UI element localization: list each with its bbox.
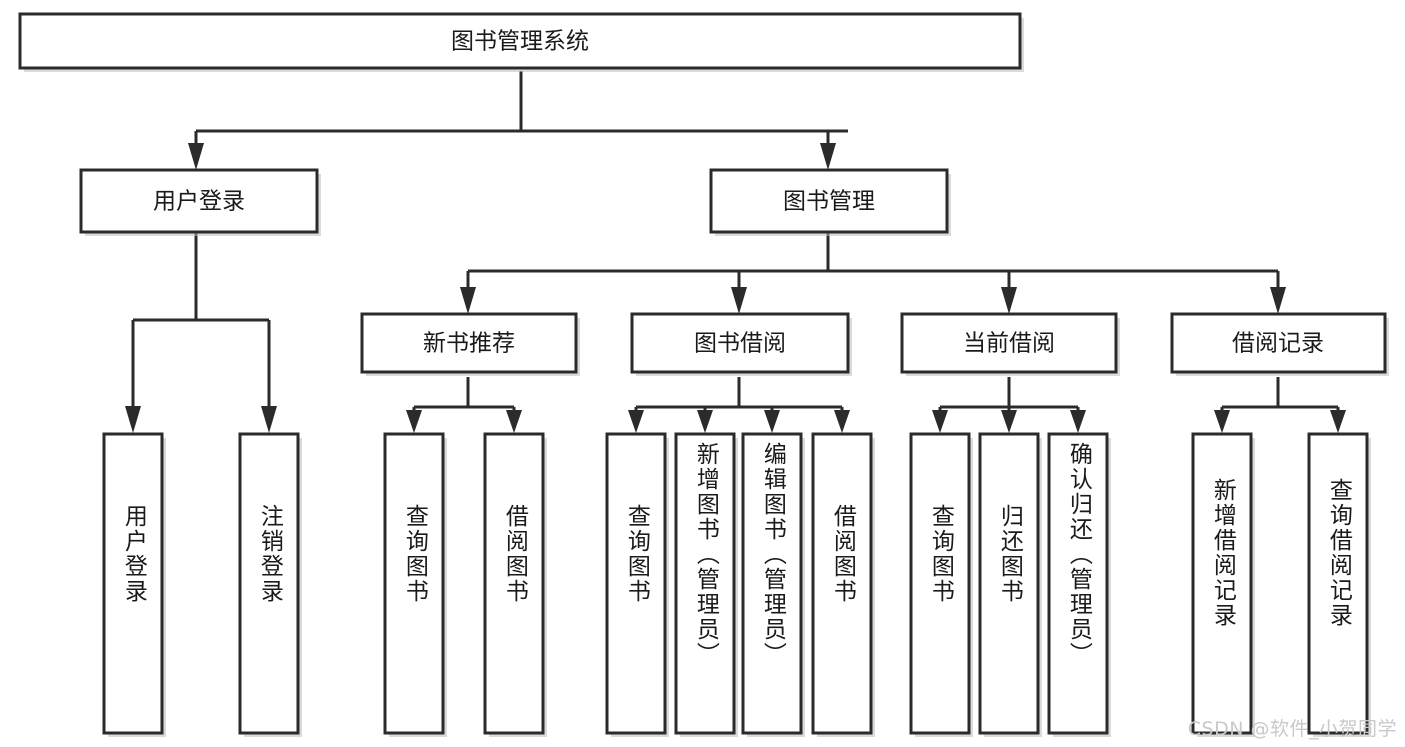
leaf-new-book-2[interactable] (483, 432, 547, 737)
arrow-to-bookborrow-leaf-3 (764, 410, 780, 433)
arrow-to-currentborrow-leaf-3 (1070, 410, 1086, 433)
arrow-to-leaf-user-login (125, 406, 141, 433)
leaf-book-borrow-1[interactable] (605, 432, 669, 737)
arrow-to-bookborrow-leaf-2 (697, 410, 713, 433)
arrow-to-bookborrow-leaf-4 (834, 410, 850, 433)
arrow-to-leaf-logout (261, 406, 277, 433)
leaf-current-borrow-2[interactable] (978, 432, 1042, 737)
node-root-label: 图书管理系统 (451, 29, 589, 55)
node-borrow-record[interactable]: 借阅记录 (1170, 312, 1389, 376)
node-book-management[interactable]: 图书管理 (709, 168, 951, 236)
node-book-borrow-label: 图书借阅 (694, 331, 786, 357)
leaf-current-borrow-1[interactable] (909, 432, 973, 737)
node-new-book-recommend-label: 新书推荐 (423, 331, 515, 357)
arrow-to-currentborrow-leaf-2 (1001, 410, 1017, 433)
leaf-borrow-record-1[interactable] (1191, 432, 1255, 737)
leaf-book-borrow-3[interactable] (741, 432, 805, 737)
node-book-borrow[interactable]: 图书借阅 (630, 312, 852, 376)
node-root[interactable]: 图书管理系统 (18, 12, 1024, 72)
arrow-to-current-borrow (1001, 287, 1017, 314)
leaf-book-borrow-2[interactable] (674, 432, 738, 737)
leaf-book-borrow-4[interactable] (811, 432, 875, 737)
arrow-to-newbook-leaf-1 (406, 410, 422, 433)
arrow-to-book-mgmt (820, 143, 836, 170)
node-borrow-record-label: 借阅记录 (1232, 331, 1324, 357)
leaf-borrow-record-2[interactable] (1307, 432, 1371, 737)
edges-layer (125, 71, 1346, 433)
arrow-to-book-borrow (731, 287, 747, 314)
arrow-to-borrowrecord-leaf-1 (1214, 410, 1230, 433)
arrow-to-currentborrow-leaf-1 (932, 410, 948, 433)
nodes-layer: 图书管理系统 用户登录 图书管理 新书推荐 (18, 12, 1389, 737)
leaf-user-login-1[interactable] (102, 432, 166, 737)
node-current-borrow[interactable]: 当前借阅 (900, 312, 1120, 376)
leaf-user-login-2[interactable] (238, 432, 302, 737)
node-new-book-recommend[interactable]: 新书推荐 (360, 312, 580, 376)
node-user-login-label: 用户登录 (153, 189, 245, 215)
arrow-to-new-book (460, 287, 476, 314)
node-user-login[interactable]: 用户登录 (79, 168, 321, 236)
arrow-to-newbook-leaf-2 (506, 410, 522, 433)
node-book-management-label: 图书管理 (783, 189, 875, 215)
csdn-watermark: CSDN @软件_小贺同学 (1187, 718, 1397, 740)
arrow-to-borrow-record (1270, 287, 1286, 314)
leaf-new-book-1[interactable] (383, 432, 447, 737)
leaf-current-borrow-3[interactable] (1047, 432, 1111, 737)
arrow-to-user-login (188, 143, 204, 170)
node-current-borrow-label: 当前借阅 (963, 331, 1055, 357)
arrow-to-bookborrow-leaf-1 (628, 410, 644, 433)
arrow-to-borrowrecord-leaf-2 (1330, 410, 1346, 433)
